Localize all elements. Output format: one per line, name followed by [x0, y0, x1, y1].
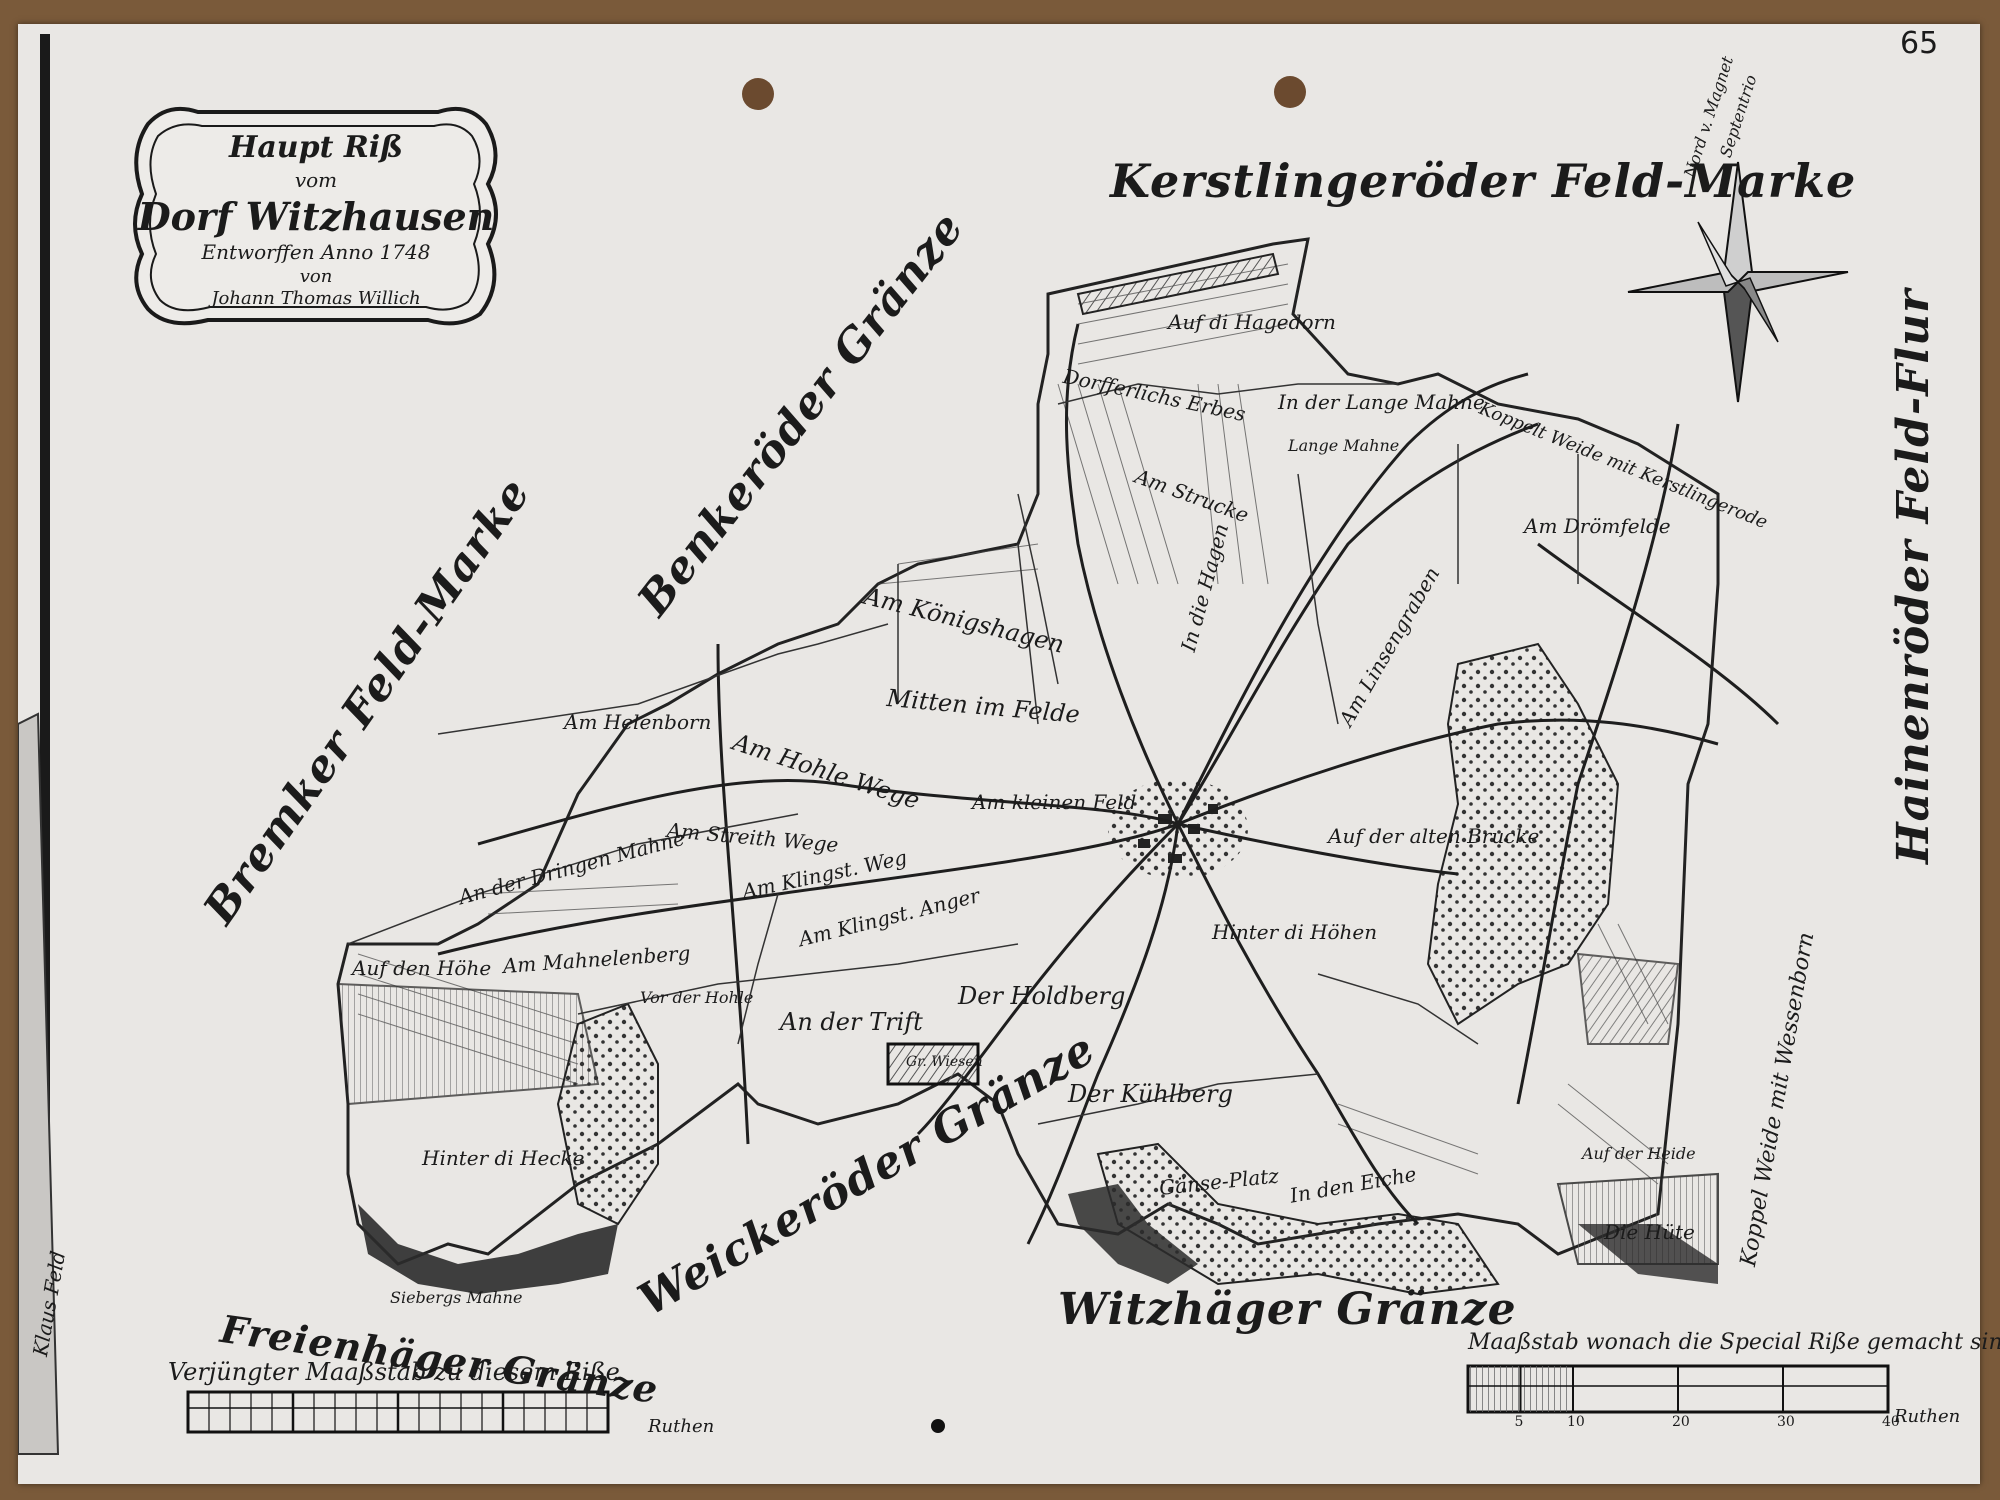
scale-tick-label: 20	[1672, 1414, 1690, 1430]
scale-tick-label: 5	[1514, 1414, 1524, 1430]
dark-forest-south	[1068, 1184, 1198, 1284]
field-label: Am kleinen Feld	[972, 790, 1137, 814]
field-label: Der Holdberg	[958, 982, 1126, 1010]
scale-right-unit: Ruthen	[1894, 1406, 1961, 1427]
left-edge-strip	[18, 712, 60, 1455]
border-label-south: Witzhäger Gränze	[1058, 1284, 1517, 1335]
border-label-east: Hainenröder Feld-Flur	[1888, 288, 1939, 864]
left-border-line	[40, 34, 50, 1444]
scale-tick-label: 10	[1567, 1414, 1585, 1430]
map-sheet: 65 Haupt Riß vom Dorf Witzhausen Entworf…	[18, 24, 2000, 1484]
ink-spot	[931, 1419, 945, 1433]
scale-right-caption: Maaßstab wonach die Special Riße gemacht…	[1468, 1330, 2000, 1355]
punch-hole-right	[1274, 76, 1306, 108]
field-label: Gr. Wiesen	[906, 1054, 983, 1070]
field-label: In der Lange Mahne	[1278, 390, 1485, 414]
dark-forest-southeast	[1578, 1224, 1718, 1284]
cartouche-frame	[133, 107, 498, 326]
hatched-field-west	[336, 982, 600, 1106]
field-label: Die Hüte	[1604, 1220, 1695, 1244]
cartouche-line6: Johann Thomas Willich	[211, 288, 421, 309]
field-label: Am Drömfelde	[1524, 514, 1671, 538]
scale-tick-label: 40	[1882, 1414, 1900, 1430]
field-label: Siebergs Mahne	[390, 1288, 523, 1307]
field-label: Hinter di Hecke	[422, 1146, 585, 1170]
cartouche-line4: Entworffen Anno 1748	[201, 240, 431, 264]
scale-bar-left-ticks	[186, 1392, 610, 1432]
small-enclosure	[886, 1042, 980, 1086]
field-label: Der Kühlberg	[1068, 1080, 1233, 1108]
territory-outline	[336, 237, 1720, 1266]
woodland-southwest	[556, 1002, 659, 1226]
cartouche-line5: von	[299, 266, 333, 287]
scale-left-caption: Verjüngter Maaßstab zu diesem Riße	[168, 1358, 620, 1386]
field-boundaries	[347, 383, 1579, 1125]
field-label: Vor der Hohle	[640, 988, 754, 1007]
field-label: Am Helenborn	[564, 710, 712, 734]
field-label: Hinter di Höhen	[1212, 920, 1378, 944]
hatched-field-east	[1576, 952, 1680, 1045]
hatched-field-north	[1076, 252, 1280, 316]
scale-left-unit: Ruthen	[648, 1416, 715, 1437]
field-label: Auf der alten Brucke	[1328, 824, 1540, 848]
field-label: Auf der Heide	[1582, 1144, 1696, 1163]
cartouche-line2: vom	[294, 168, 338, 192]
compass-rose	[1627, 161, 1849, 403]
scale-bar-right-ticks	[1519, 1366, 1889, 1412]
field-label: Lange Mahne	[1288, 436, 1400, 455]
field-label: Auf di Hagedorn	[1168, 310, 1336, 334]
field-label: Auf den Höhe	[352, 956, 492, 980]
cartouche-line1: Haupt Riß	[229, 130, 403, 165]
cartouche: Haupt Riß vom Dorf Witzhausen Entworffen…	[136, 124, 496, 324]
border-label-north: Kerstlingeröder Feld-Marke	[1110, 154, 1857, 208]
roads	[437, 323, 1780, 1245]
cartouche-line3: Dorf Witzhausen	[137, 194, 495, 239]
punch-hole-left	[742, 78, 774, 110]
field-label: An der Trift	[780, 1008, 923, 1036]
scale-tick-label: 30	[1777, 1414, 1795, 1430]
map-drawing	[18, 34, 1890, 1455]
woodland-east	[1426, 642, 1620, 1026]
page-number: 65	[1900, 26, 1939, 61]
dark-forest-southwest	[358, 1204, 618, 1294]
